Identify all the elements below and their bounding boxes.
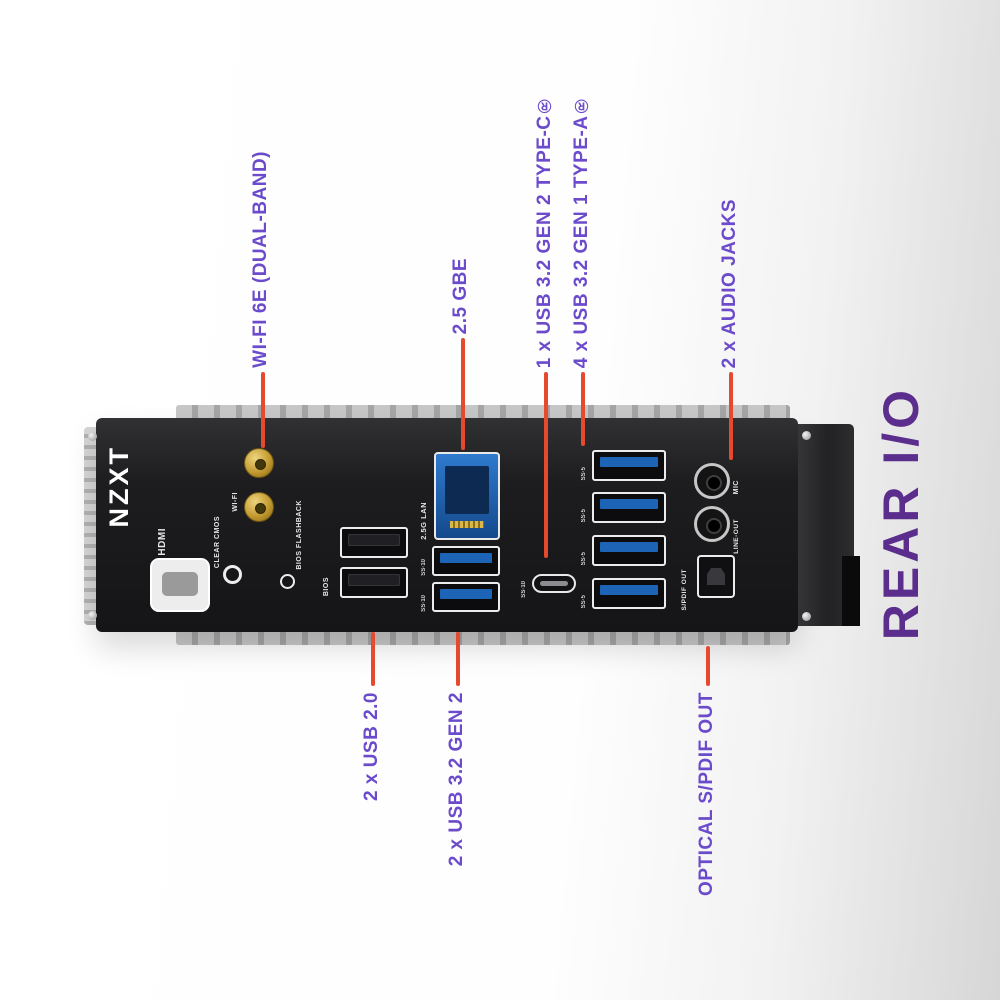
usb-speed-marking: SS·5 (581, 551, 587, 565)
ethernet-lan-port (434, 452, 500, 540)
callout-label-lan: 2.5 GBE (450, 257, 471, 334)
screw-icon (88, 432, 97, 441)
lan-port-opening (445, 466, 489, 514)
screw-icon (802, 612, 811, 621)
callout-line-spdif (706, 646, 710, 686)
antenna-pin (255, 459, 266, 470)
callout-line-usba (581, 372, 585, 446)
callout-label-usb32: 2 x USB 3.2 GEN 2 (446, 692, 467, 867)
callout-label-usba: 4 x USB 3.2 GEN 1 TYPE-A® (571, 93, 592, 368)
mic-audio-jack (694, 463, 730, 499)
usb32-gen2-port (432, 546, 500, 576)
bios-flashback-label: BIOS FLASHBACK (296, 500, 303, 570)
hdmi-port (150, 558, 210, 612)
bios-usb-label: BIOS (323, 576, 330, 596)
screw-icon (88, 611, 97, 620)
usb-speed-marking: SS·5 (581, 594, 587, 608)
spdif-port-label: S/PDIF OUT (681, 568, 688, 610)
callout-line-audio (729, 372, 733, 460)
lan-port-pins (450, 521, 484, 528)
usb2-port (340, 527, 408, 558)
io-shield-top-edge (176, 405, 790, 420)
usb-speed-marking: SS·5 (581, 466, 587, 480)
callout-line-wifi (261, 372, 265, 448)
page-title: REAR I/O (873, 385, 929, 640)
toslink-opening (707, 568, 725, 585)
line-out-audio-jack (694, 506, 730, 542)
usb-tongue (600, 499, 658, 509)
usb-c-port (532, 574, 576, 593)
usb-tongue (600, 542, 658, 552)
usb-tongue (348, 534, 400, 546)
callout-line-lan (461, 338, 465, 450)
usb2-port (340, 567, 408, 598)
io-shield-left-cap (84, 427, 99, 625)
callout-label-spdif: OPTICAL S/PDIF OUT (696, 692, 717, 896)
callout-label-wifi: WI-FI 6E (DUAL-BAND) (250, 151, 271, 368)
jack-hole (706, 518, 722, 534)
callout-line-usb32 (456, 632, 460, 686)
motherboard-pcb-tab (842, 556, 860, 626)
hdmi-port-label: HDMI (157, 528, 168, 556)
screw-icon (802, 431, 811, 440)
usb32-gen1-port (592, 492, 666, 523)
lan-port-label: 2.5G LAN (419, 502, 428, 540)
usb32-gen2-port (432, 582, 500, 612)
usb-speed-marking: SS·5 (581, 508, 587, 522)
callout-label-usb20: 2 x USB 2.0 (361, 692, 382, 801)
mic-jack-label: MIC (733, 479, 740, 494)
callout-line-usb20 (371, 632, 375, 686)
bios-flashback-button (280, 574, 295, 589)
usb-tongue (600, 457, 658, 467)
clear-cmos-button (223, 565, 242, 584)
usb-c-opening (540, 581, 568, 586)
usb-tongue (440, 553, 492, 563)
antenna-pin (255, 503, 266, 514)
wifi-connector-label: WI-FI (232, 492, 239, 512)
callout-label-usbc: 1 x USB 3.2 GEN 2 TYPE-C® (534, 93, 555, 368)
usb-tongue (600, 585, 658, 595)
usb-speed-marking: SS·10 (421, 595, 427, 612)
brand-logo: NZXT (104, 444, 134, 528)
usb-tongue (440, 589, 492, 599)
usb-speed-marking: SS·10 (521, 581, 527, 598)
io-shield-bottom-edge (176, 630, 790, 645)
clear-cmos-label: CLEAR CMOS (214, 515, 221, 568)
usb32-gen1-port (592, 535, 666, 566)
wifi-antenna-connector (244, 448, 274, 478)
optical-spdif-port (697, 555, 735, 598)
usb32-gen1-port (592, 450, 666, 481)
callout-label-audio: 2 x AUDIO JACKS (719, 198, 740, 368)
hdmi-port-opening (162, 572, 198, 596)
jack-hole (706, 475, 722, 491)
usb-tongue (348, 574, 400, 586)
wifi-antenna-connector (244, 492, 274, 522)
usb32-gen1-port (592, 578, 666, 609)
line-out-jack-label: LINE-OUT (733, 519, 740, 554)
usb-speed-marking: SS·10 (421, 559, 427, 576)
callout-line-usbc (544, 372, 548, 558)
